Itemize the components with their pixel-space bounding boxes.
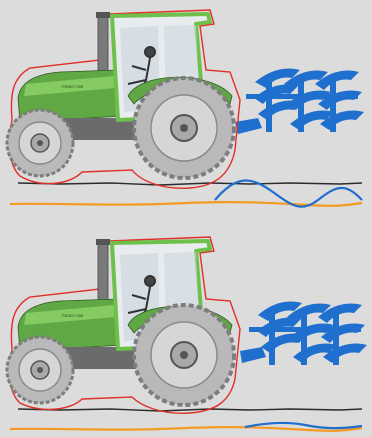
decal-text: FENDT 939 <box>62 84 84 89</box>
panel-top: FENDT 939 <box>0 0 372 218</box>
rear-wheel <box>134 78 234 178</box>
tractor-illustration-top: FENDT 939 <box>0 0 372 218</box>
tractor-illustration-bottom: FENDT 939 <box>0 219 372 437</box>
rear-wheel <box>134 305 234 405</box>
ground-line <box>18 409 362 411</box>
plough-icon <box>240 302 367 366</box>
tractor-icon: FENDT 939 <box>7 237 240 413</box>
orange-reference-line <box>10 427 362 431</box>
front-wheel <box>7 110 73 176</box>
tractor-icon: FENDT 939 <box>7 10 240 188</box>
decal-text: FENDT 939 <box>62 313 84 318</box>
panel-bottom: FENDT 939 <box>0 219 372 437</box>
front-wheel <box>7 337 73 403</box>
plough-icon <box>235 69 364 135</box>
ground-line <box>18 183 362 185</box>
